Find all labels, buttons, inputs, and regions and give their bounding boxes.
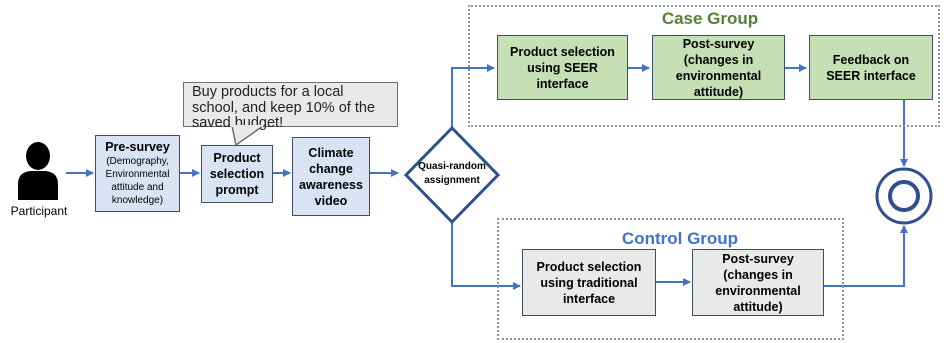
arrow-control2-to-end	[824, 225, 908, 287]
decision-diamond	[403, 125, 501, 225]
case-group-title: Case Group	[661, 9, 759, 28]
callout-tail-joint	[231, 125, 263, 127]
pre-survey-title: Pre-survey	[105, 140, 170, 154]
case-step-feedback: Feedback on SEER interface	[809, 35, 933, 100]
prompt-box: Product selection prompt	[201, 145, 273, 203]
control-group-title: Control Group	[621, 229, 739, 248]
video-box: Climate change awareness video	[292, 137, 370, 216]
pre-survey-details: (Demography, Environmental attitude and …	[105, 156, 170, 206]
decision-label: Quasi-random assignment	[418, 161, 486, 186]
person-icon	[18, 142, 58, 200]
control-step-post-survey: Post-survey (changes in environmental at…	[692, 249, 824, 316]
case-step-post-survey: Post-survey (changes in environmental at…	[652, 35, 785, 100]
pre-survey-box: Pre-survey (Demography, Environmental at…	[95, 135, 180, 212]
participant-label: Participant	[10, 204, 68, 218]
arrow-decision-to-case	[451, 64, 495, 128]
end-state-icon	[875, 167, 933, 225]
case-group-frame	[468, 5, 940, 127]
control-step-product-selection: Product selection using traditional inte…	[522, 249, 656, 316]
control-group-frame	[497, 218, 844, 340]
case-step-product-selection: Product selection using SEER interface	[497, 35, 628, 100]
task-callout: Buy products for a local school, and kee…	[183, 82, 398, 131]
